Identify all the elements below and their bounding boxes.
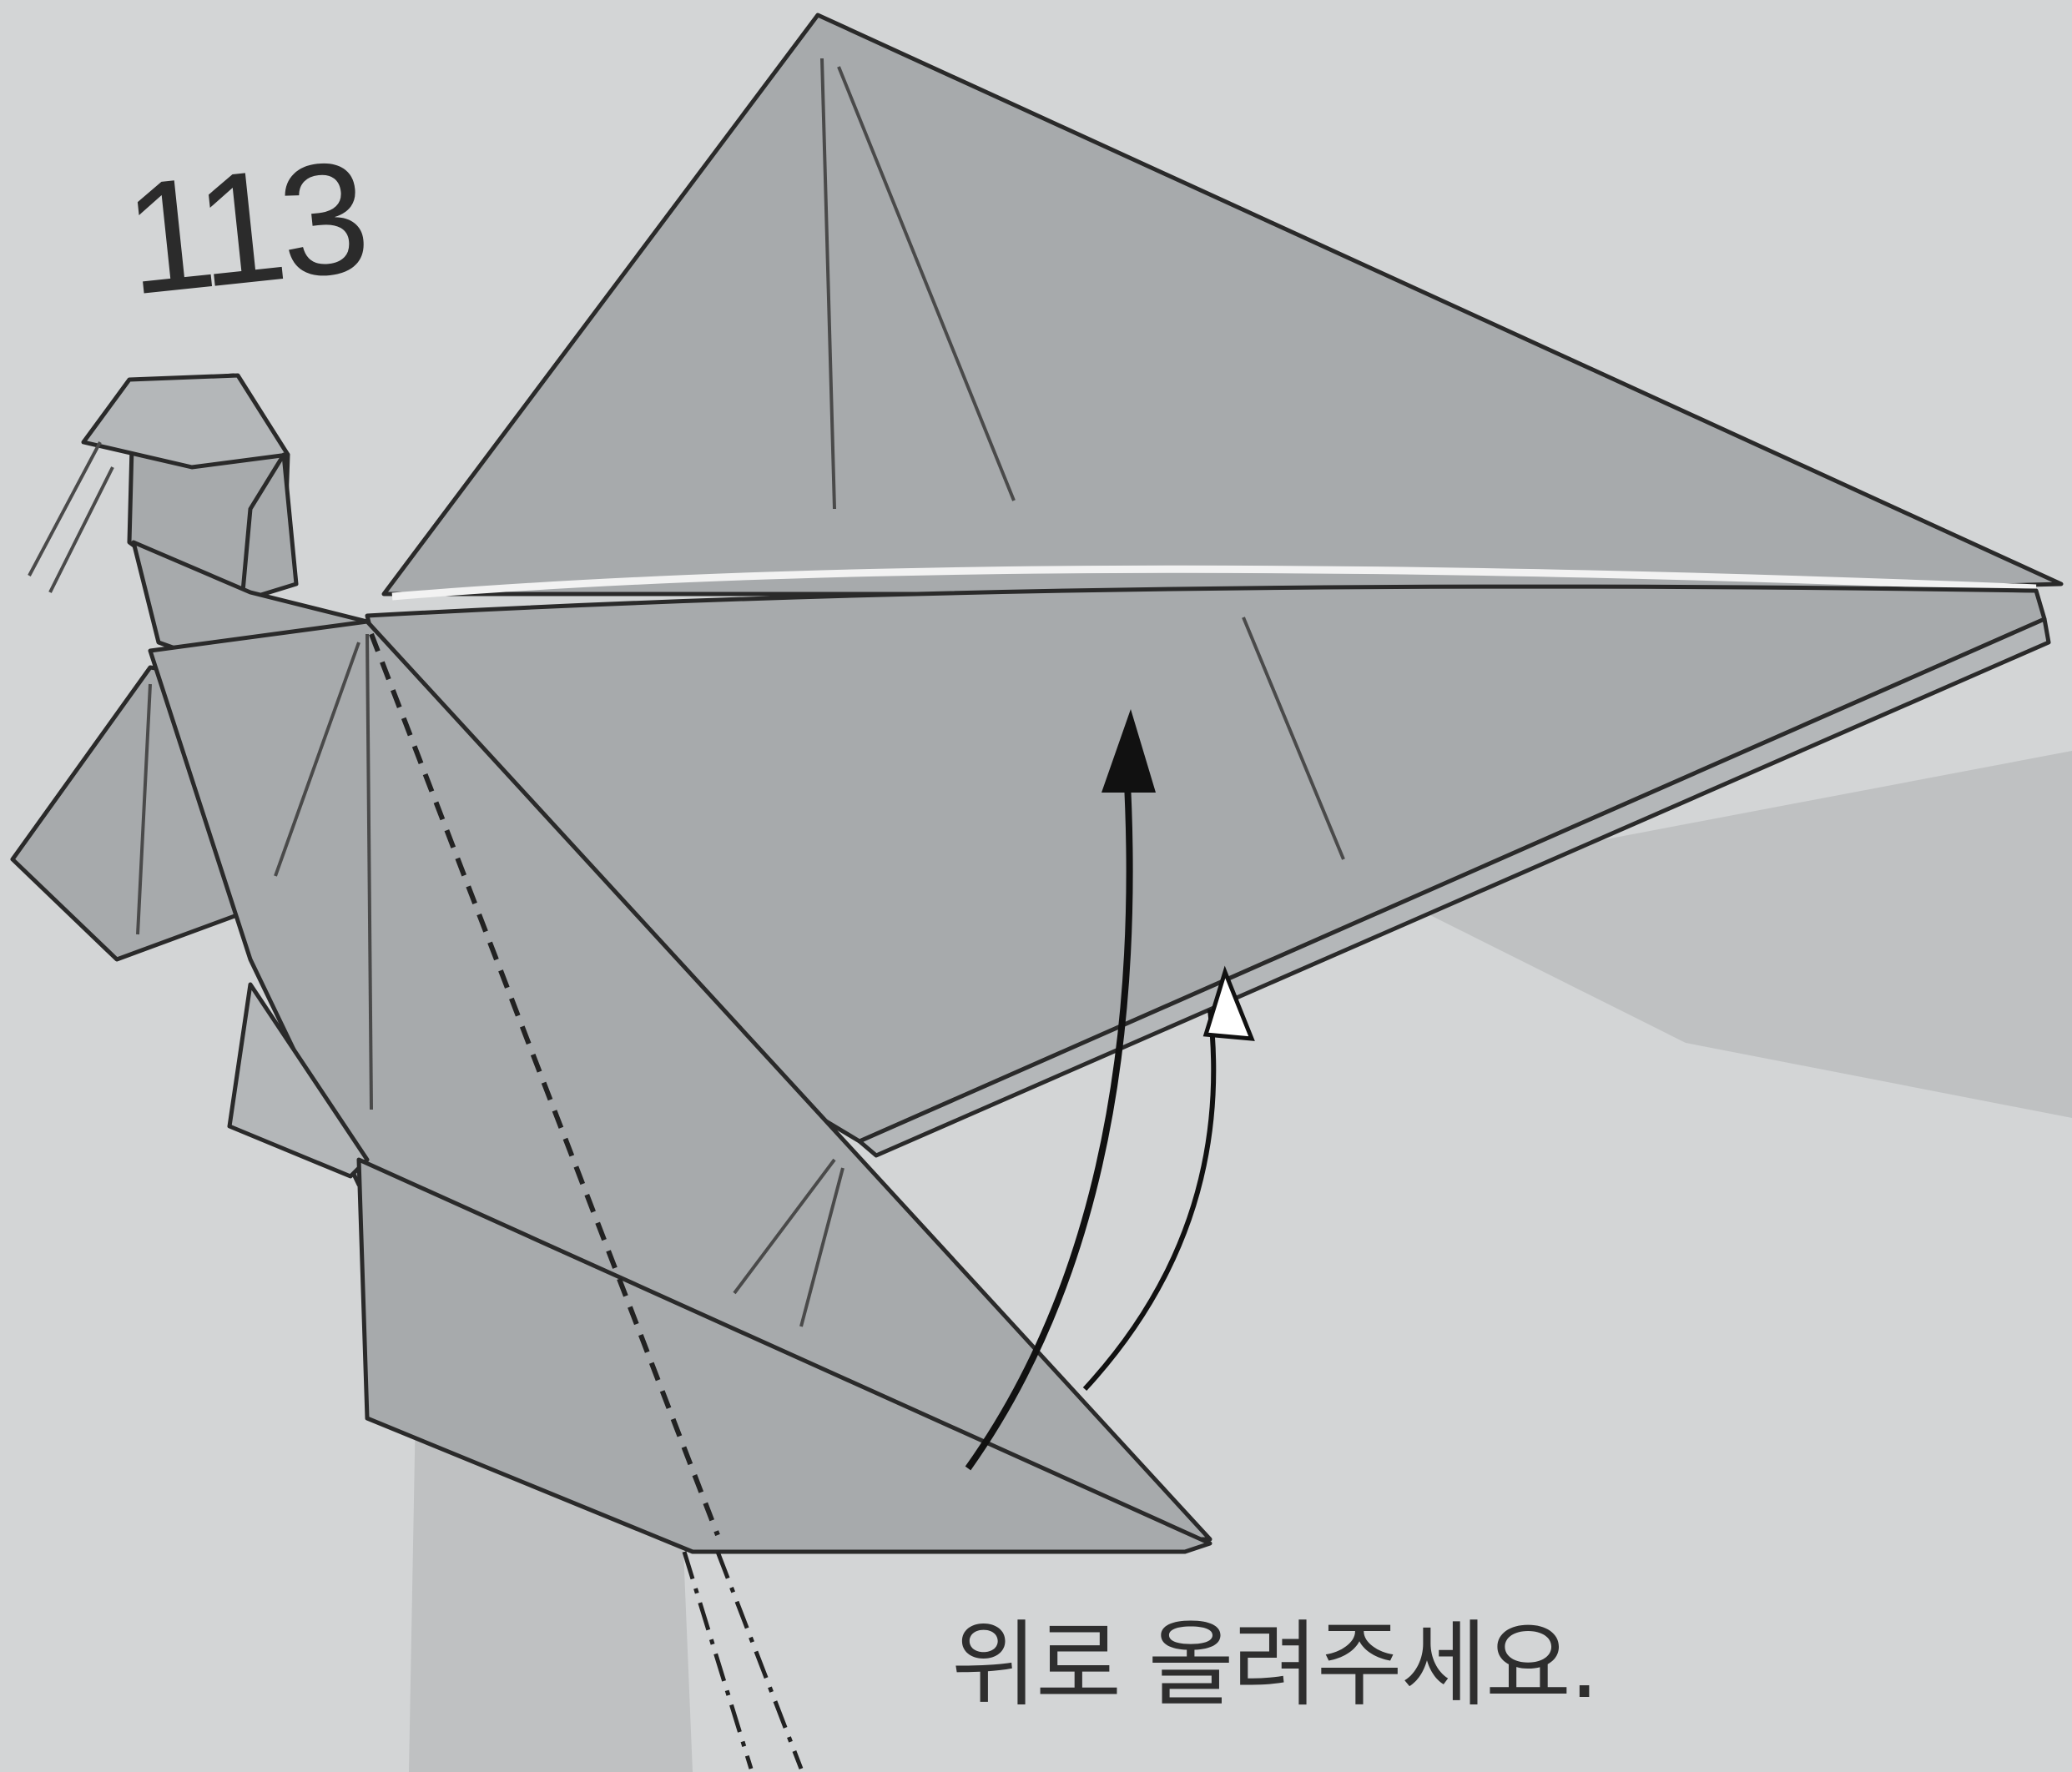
lower-wing-underlayer (857, 617, 2051, 1158)
body-crease-4 (799, 1167, 844, 1327)
valley-fold-line (369, 632, 720, 1537)
upper-wing-crease-2 (837, 66, 1016, 501)
body-crease-1 (365, 633, 373, 1110)
tail-section (356, 1157, 1212, 1554)
curved-up-arrow-icon (1102, 709, 1156, 793)
head-crest (239, 452, 299, 603)
upper-wing-flap (381, 13, 2064, 597)
hollow-arrowhead-icon (1202, 965, 1255, 1041)
fold-arrow-shaft (965, 767, 1133, 1471)
background-shadow-right (1369, 751, 2072, 1118)
body-crease-3 (733, 1158, 836, 1295)
body-left-layer (227, 982, 370, 1179)
beak-line-1 (28, 441, 102, 576)
step-number: 113 (117, 128, 372, 329)
fold-guide-line-2 (715, 1551, 804, 1769)
fold-direction-shaft (1082, 1009, 1217, 1392)
head-top (81, 373, 290, 470)
wing-edge-highlight (391, 565, 2037, 601)
lower-wing-crease (1242, 617, 1345, 860)
body-crease-2 (274, 642, 360, 877)
instruction-text: 위로 올려주세요. (951, 1611, 1599, 1719)
upper-wing-crease-1 (820, 58, 836, 510)
left-flap-crease (136, 683, 152, 935)
fold-guide-line-1 (682, 1551, 754, 1769)
beak-line-2 (48, 466, 114, 593)
lower-wing-flap (365, 584, 2047, 1144)
